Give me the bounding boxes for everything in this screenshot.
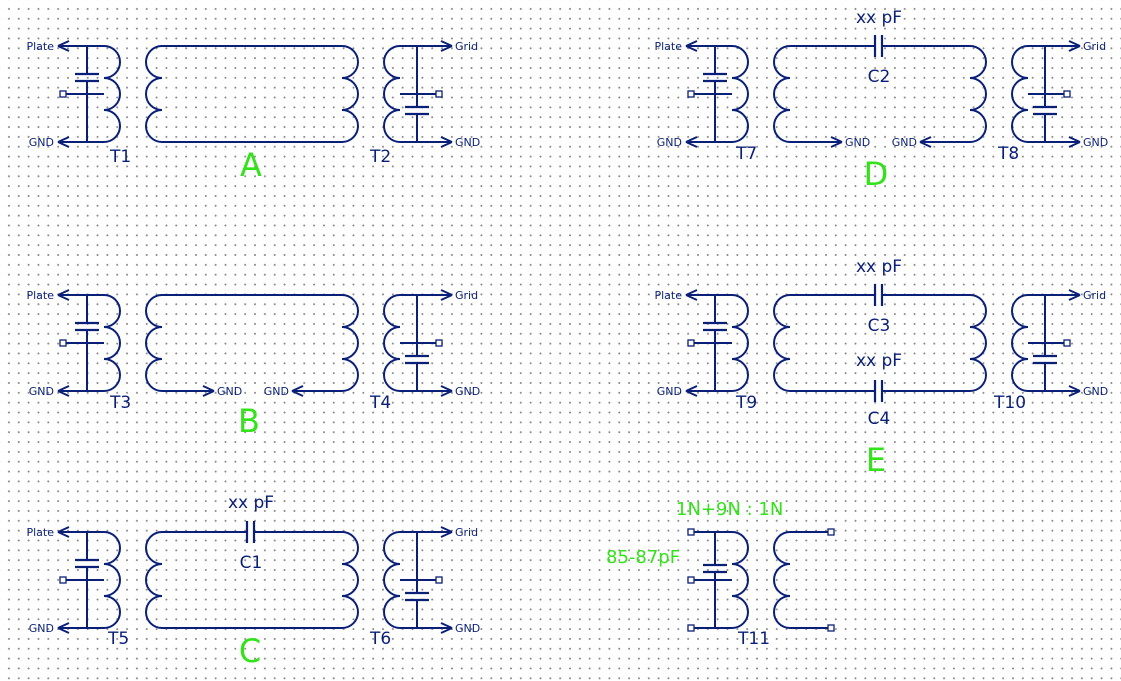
transformer-ref: T7 <box>735 144 757 164</box>
capacitor-range: 85-87pF <box>606 547 680 568</box>
capacitor-ref: C2 <box>868 67 891 87</box>
capacitor-ref: C4 <box>868 409 891 429</box>
capacitor-value: xx pF <box>856 351 902 371</box>
transformer-ref: T4 <box>369 393 391 413</box>
section-letter: D <box>864 155 889 193</box>
plate-label: Plate <box>654 289 682 302</box>
transformer-ref: T2 <box>369 147 391 167</box>
transformer-ref: T6 <box>369 629 391 649</box>
plate-label: Plate <box>26 526 54 539</box>
circuit-a: Plate GND Grid GND T1 T2 A <box>26 40 480 184</box>
transformer-ref: T10 <box>993 393 1026 413</box>
gnd-label: GND <box>892 136 917 149</box>
section-letter: E <box>866 441 886 479</box>
capacitor-value: xx pF <box>856 8 902 28</box>
grid-label: Grid <box>455 40 478 53</box>
section-letter: B <box>238 402 260 440</box>
gnd-label: GND <box>29 136 54 149</box>
capacitor-ref: C1 <box>240 553 263 573</box>
grid-label: Grid <box>455 526 478 539</box>
capacitor-value: xx pF <box>228 493 274 513</box>
grid-label: Grid <box>1083 289 1106 302</box>
transformer-ref: T9 <box>735 393 757 413</box>
transformer-ref: T8 <box>997 144 1019 164</box>
transformer-t11: T11 1N+9N : 1N 85-87pF <box>606 499 835 649</box>
transformer-ref: T1 <box>109 147 131 167</box>
section-letter: C <box>239 632 261 670</box>
gnd-label: GND <box>455 385 480 398</box>
circuit-e: Plate GND Grid GND xx pF C3 xx pF C4 T9 … <box>654 257 1108 479</box>
grid-label: Grid <box>1083 40 1106 53</box>
transformer-ref: T5 <box>107 629 129 649</box>
circuit-b: Plate GND Grid GND GND GND T3 T4 B <box>26 289 480 440</box>
grid-label: Grid <box>455 289 478 302</box>
transformer-ref: T11 <box>737 629 770 649</box>
transformer-ref: T3 <box>109 393 131 413</box>
gnd-label: GND <box>29 385 54 398</box>
gnd-label: GND <box>1083 385 1108 398</box>
gnd-label: GND <box>845 136 870 149</box>
section-letter: A <box>240 146 262 184</box>
turns-ratio: 1N+9N : 1N <box>676 499 783 520</box>
capacitor-ref: C3 <box>868 316 891 336</box>
gnd-label: GND <box>264 385 289 398</box>
plate-label: Plate <box>26 40 54 53</box>
circuit-c: Plate GND Grid GND xx pF C1 T5 T6 C <box>26 493 480 670</box>
gnd-label: GND <box>455 622 480 635</box>
capacitor-value: xx pF <box>856 257 902 277</box>
gnd-label: GND <box>1083 136 1108 149</box>
plate-label: Plate <box>654 40 682 53</box>
gnd-label: GND <box>29 622 54 635</box>
gnd-label: GND <box>657 136 682 149</box>
gnd-label: GND <box>657 385 682 398</box>
circuit-d: Plate GND Grid GND GND GND xx pF C2 T7 T… <box>654 8 1108 193</box>
gnd-label: GND <box>217 385 242 398</box>
gnd-label: GND <box>455 136 480 149</box>
plate-label: Plate <box>26 289 54 302</box>
